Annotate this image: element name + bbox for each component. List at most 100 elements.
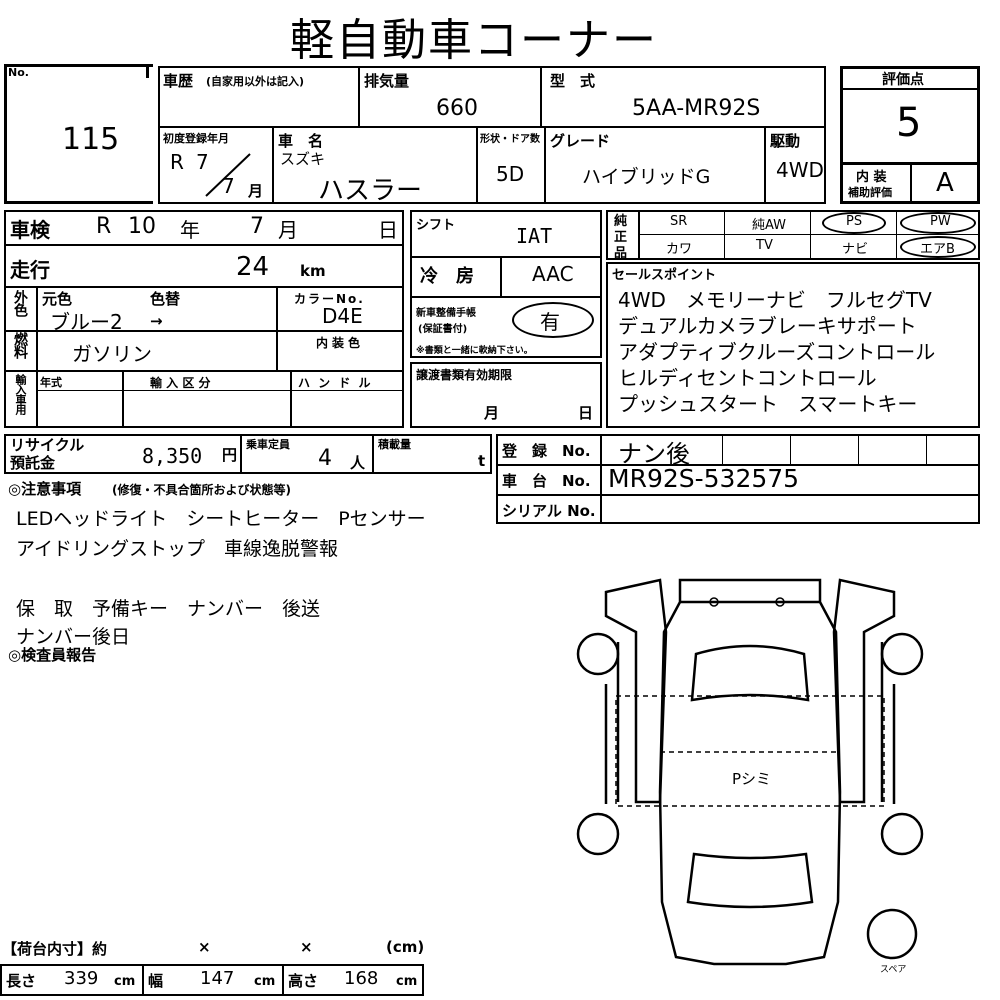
cargo-x1: × (198, 938, 211, 956)
notes-line: LEDヘッドライト シートヒーター Pセンサー (16, 508, 426, 530)
left-line (4, 286, 404, 288)
cargo-line (282, 964, 284, 996)
cargo-unit-note: (cm) (386, 938, 425, 956)
equipment-item: 純AW (752, 218, 787, 233)
equipment-label-3: 品 (614, 246, 628, 261)
inspector-heading: ◎検査員報告 (8, 646, 97, 664)
registration-block (496, 434, 980, 524)
notes-heading: ◎注意事項 (8, 480, 82, 498)
diagram-mark: Pシミ (732, 770, 772, 788)
lot-number: 115 (62, 122, 120, 157)
equipment-item: TV (756, 238, 773, 253)
first-reg-year: 7 (196, 150, 209, 174)
drive-label: 駆動 (770, 132, 801, 150)
grid-col-line (544, 126, 546, 204)
reg-line (790, 434, 791, 464)
inspection-year-unit: 年 (180, 218, 200, 242)
left-line (36, 390, 404, 391)
capacity-value: 4 (318, 446, 332, 471)
cargo-length-unit: cm (114, 974, 136, 989)
transfer-label: 譲渡書類有効期限 (416, 368, 513, 382)
reg-line (600, 434, 602, 524)
grid-row-line (158, 126, 826, 128)
cargo-height-label: 高さ (288, 972, 319, 990)
cargo-label: 【荷台内寸】約 (2, 940, 108, 958)
inspection-year: 10 (128, 214, 156, 239)
inspection-month-unit: 月 (278, 218, 298, 242)
recycle-block (4, 434, 492, 474)
cargo-length-label: 長さ (6, 972, 37, 990)
warranty-note: ※書類と一緒に軟納下さい。 (416, 346, 533, 356)
mid-line (500, 256, 502, 298)
cargo-table (0, 964, 424, 996)
left-line (4, 244, 404, 246)
equip-line (724, 210, 725, 260)
lot-label: No. (8, 66, 29, 79)
sales-point-line: 4WD メモリーナビ フルセグTV (618, 288, 932, 312)
warranty-circle (512, 302, 594, 338)
import-label: 輸入車用 (14, 374, 27, 414)
rating-line (840, 88, 980, 90)
chassis-label: 車 台 No. (502, 472, 591, 490)
equipment-label-1: 純 (614, 214, 628, 229)
fuel-label: 燃料 (12, 332, 28, 358)
car-diagram (576, 578, 924, 966)
ac-label: 冷 房 (420, 266, 474, 287)
cargo-width-label: 幅 (148, 972, 164, 990)
doors-value: 5D (496, 162, 525, 186)
reg-line (858, 434, 859, 464)
equipment-item: エアB (920, 242, 955, 257)
equip-line (638, 234, 980, 235)
shift-label: シフト (416, 218, 456, 233)
sales-point-line: ヒルディセントコントロール (618, 366, 877, 390)
sales-point-line: デュアルカメラブレーキサポート (618, 314, 917, 338)
mileage-unit: km (300, 262, 326, 280)
color-arrow: → (150, 312, 163, 330)
capacity-unit: 人 (350, 454, 366, 472)
rating-label: 評価点 (882, 72, 924, 88)
transfer-month: 月 (484, 404, 500, 422)
recycle-label-1: リサイクル (10, 436, 85, 454)
equipment-item: カワ (666, 242, 693, 257)
interior-color-label: 内装色 (316, 336, 365, 350)
cargo-line (142, 964, 144, 996)
left-line (290, 370, 292, 428)
left-line (4, 370, 404, 372)
grid-col-line (764, 126, 766, 204)
sales-points-label: セールスポイント (612, 268, 717, 283)
warranty-label-2: (保証書付) (418, 324, 468, 335)
inspection-month: 7 (250, 214, 264, 239)
serial-label: シリアル No. (502, 502, 596, 520)
color-side-label: 外色 (12, 290, 28, 316)
color-code-label: カラーNo. (294, 292, 365, 306)
drive-value: 4WD (776, 158, 824, 182)
cargo-x2: × (300, 938, 313, 956)
grid-col-line (540, 66, 542, 126)
cargo-height-unit: cm (396, 974, 418, 989)
warranty-value: 有 (540, 310, 560, 334)
history-note: (自家用以外は記入) (206, 75, 305, 88)
car-name-value: ハスラー (318, 176, 423, 206)
car-name-label: 車 名 (278, 132, 324, 150)
grade-value: ハイブリッドG (582, 166, 711, 188)
sales-points-block (606, 262, 980, 428)
left-info-block (4, 210, 404, 428)
grid-col-line (358, 66, 360, 126)
equipment-circle (900, 212, 976, 234)
cargo-width-unit: cm (254, 974, 276, 989)
grid-col-line (476, 126, 478, 204)
notes-line: アイドリングストップ 車線逸脱警報 (16, 538, 339, 560)
interior-label-2: 補助評価 (848, 186, 892, 199)
first-reg-slash (205, 153, 251, 197)
lot-box (4, 64, 153, 204)
color-orig-value: ブルー2 (50, 310, 123, 334)
first-reg-month-unit: 月 (248, 182, 264, 200)
notes-heading-sub: (修復・不具合箇所および状態等) (112, 483, 291, 497)
equipment-circle (822, 212, 886, 234)
registration-value: ナン後 (618, 440, 690, 468)
chassis-value: MR92S-532575 (608, 464, 800, 493)
history-label: 車歴 (163, 72, 194, 90)
transfer-day: 日 (578, 404, 594, 422)
equipment-item: SR (670, 214, 688, 229)
import-year-label: 年式 (40, 376, 62, 389)
